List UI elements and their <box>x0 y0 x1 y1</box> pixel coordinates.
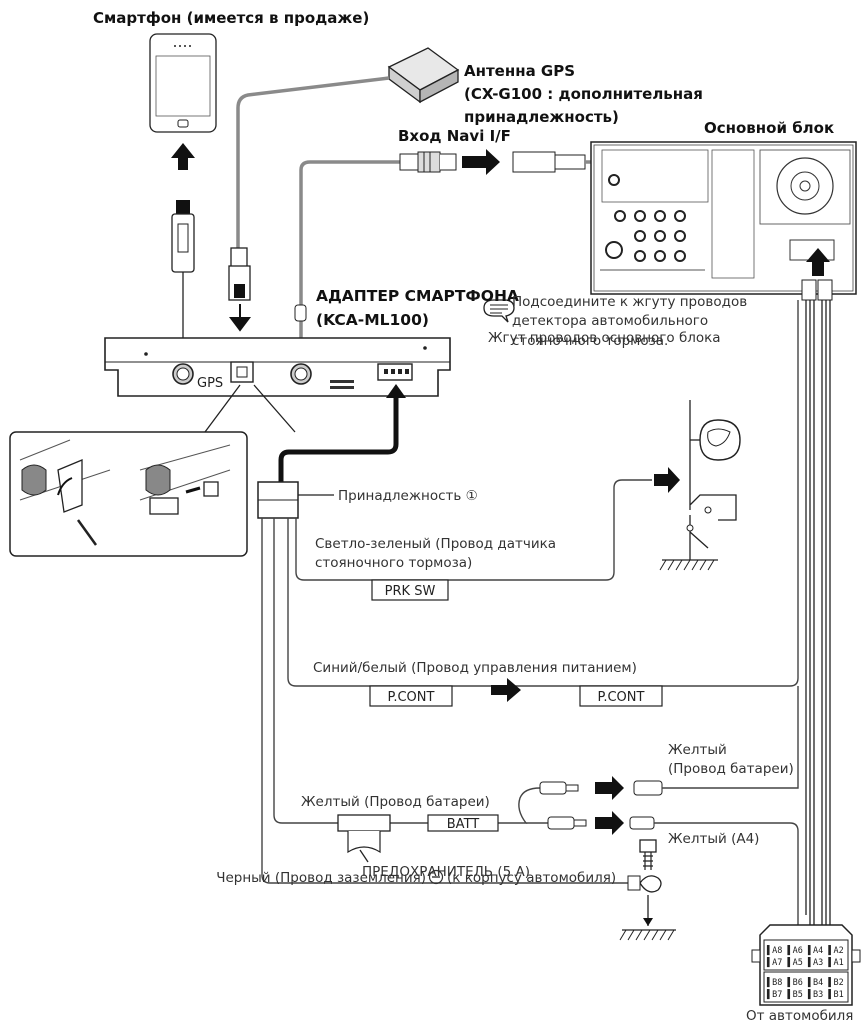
pins-a-bottom: ▌A7 ▌A5 ▌A3 ▌A1 <box>766 957 844 968</box>
navi-jack <box>512 151 586 173</box>
ground-label-post: (к корпусу автомобиля) <box>447 870 616 886</box>
pins-a-top: ▌A8 ▌A6 ▌A4 ▌A2 <box>766 945 844 956</box>
fuse <box>337 814 391 854</box>
arrow-up-icon <box>806 248 830 276</box>
batt-tag: BATT <box>447 817 480 832</box>
yellow-battery-right-1: Желтый <box>668 742 727 758</box>
gps-antenna <box>387 47 460 104</box>
arrow-right-icon <box>654 467 680 493</box>
fuse-label: ПРЕДОХРАНИТЕЛЬ (5 A) <box>362 864 530 880</box>
arrow-down-icon <box>229 304 251 332</box>
minus-circle-icon <box>428 869 444 885</box>
arrow-right-icon <box>595 776 624 800</box>
parking-brake <box>659 400 741 571</box>
arrow-up-icon <box>386 384 406 398</box>
main-harness-label: Жгут проводов основного блока <box>488 330 721 346</box>
prk-sw-tag: PRK SW <box>385 584 436 599</box>
gps-port-label: GPS <box>197 376 223 391</box>
light-green-label-1: Светло-зеленый (Провод датчика <box>315 536 556 552</box>
car-connector <box>751 924 861 1006</box>
gps-antenna-label-1: Антенна GPS <box>464 62 575 80</box>
light-green-label-2: стояночного тормоза) <box>315 555 472 571</box>
gps-antenna-label-2: (CX-G100 : дополнительная <box>464 85 703 103</box>
adapter-label-2: (KCA-ML100) <box>316 311 429 329</box>
yellow-battery-right-2: (Провод батареи) <box>668 761 794 777</box>
gps-antenna-label-3: принадлежность) <box>464 108 619 126</box>
arrow-right-icon <box>595 811 624 835</box>
pins-b-bottom: ▌B7 ▌B5 ▌B3 ▌B1 <box>766 989 844 1000</box>
pins-b-top: ▌B8 ▌B6 ▌B4 ▌B2 <box>766 977 844 988</box>
arrow-right-icon <box>462 149 500 175</box>
ground-label-pre: Черный (Провод заземления) <box>216 870 426 886</box>
pcont-tag-right: P.CONT <box>598 690 645 705</box>
main-unit-label: Основной блок <box>704 119 834 137</box>
adapter-label-1: АДАПТЕР СМАРТФОНА <box>316 287 519 305</box>
ground-terminal <box>619 839 676 941</box>
arrow-up-icon <box>171 143 195 170</box>
note-icon <box>483 299 515 323</box>
pcont-tag-left: P.CONT <box>388 690 435 705</box>
usb-plug <box>171 200 195 273</box>
smartphone <box>149 33 217 133</box>
accessory-label: Принадлежность ① <box>338 488 478 504</box>
arrow-right-icon <box>491 678 521 702</box>
note-line-1: Подсоедините к жгуту проводов <box>512 294 747 310</box>
yellow-battery-left: Желтый (Провод батареи) <box>301 794 490 810</box>
detail-inset <box>9 431 248 557</box>
navi-input-label: Вход Navi I/F <box>398 127 511 145</box>
blue-white-label: Синий/белый (Провод управления питанием) <box>313 660 637 676</box>
yellow-a4-label: Желтый (A4) <box>668 831 759 847</box>
navi-plug <box>399 151 457 173</box>
battery-connectors <box>539 780 663 830</box>
smartphone-label: Смартфон (имеется в продаже) <box>93 9 369 27</box>
note-line-2: детектора автомобильного <box>512 313 708 329</box>
from-car-label: От автомобиля <box>746 1008 853 1024</box>
note-line-3: стояночного тормоза. <box>512 333 668 349</box>
main-unit <box>590 141 857 295</box>
smartphone-adapter <box>104 337 451 397</box>
